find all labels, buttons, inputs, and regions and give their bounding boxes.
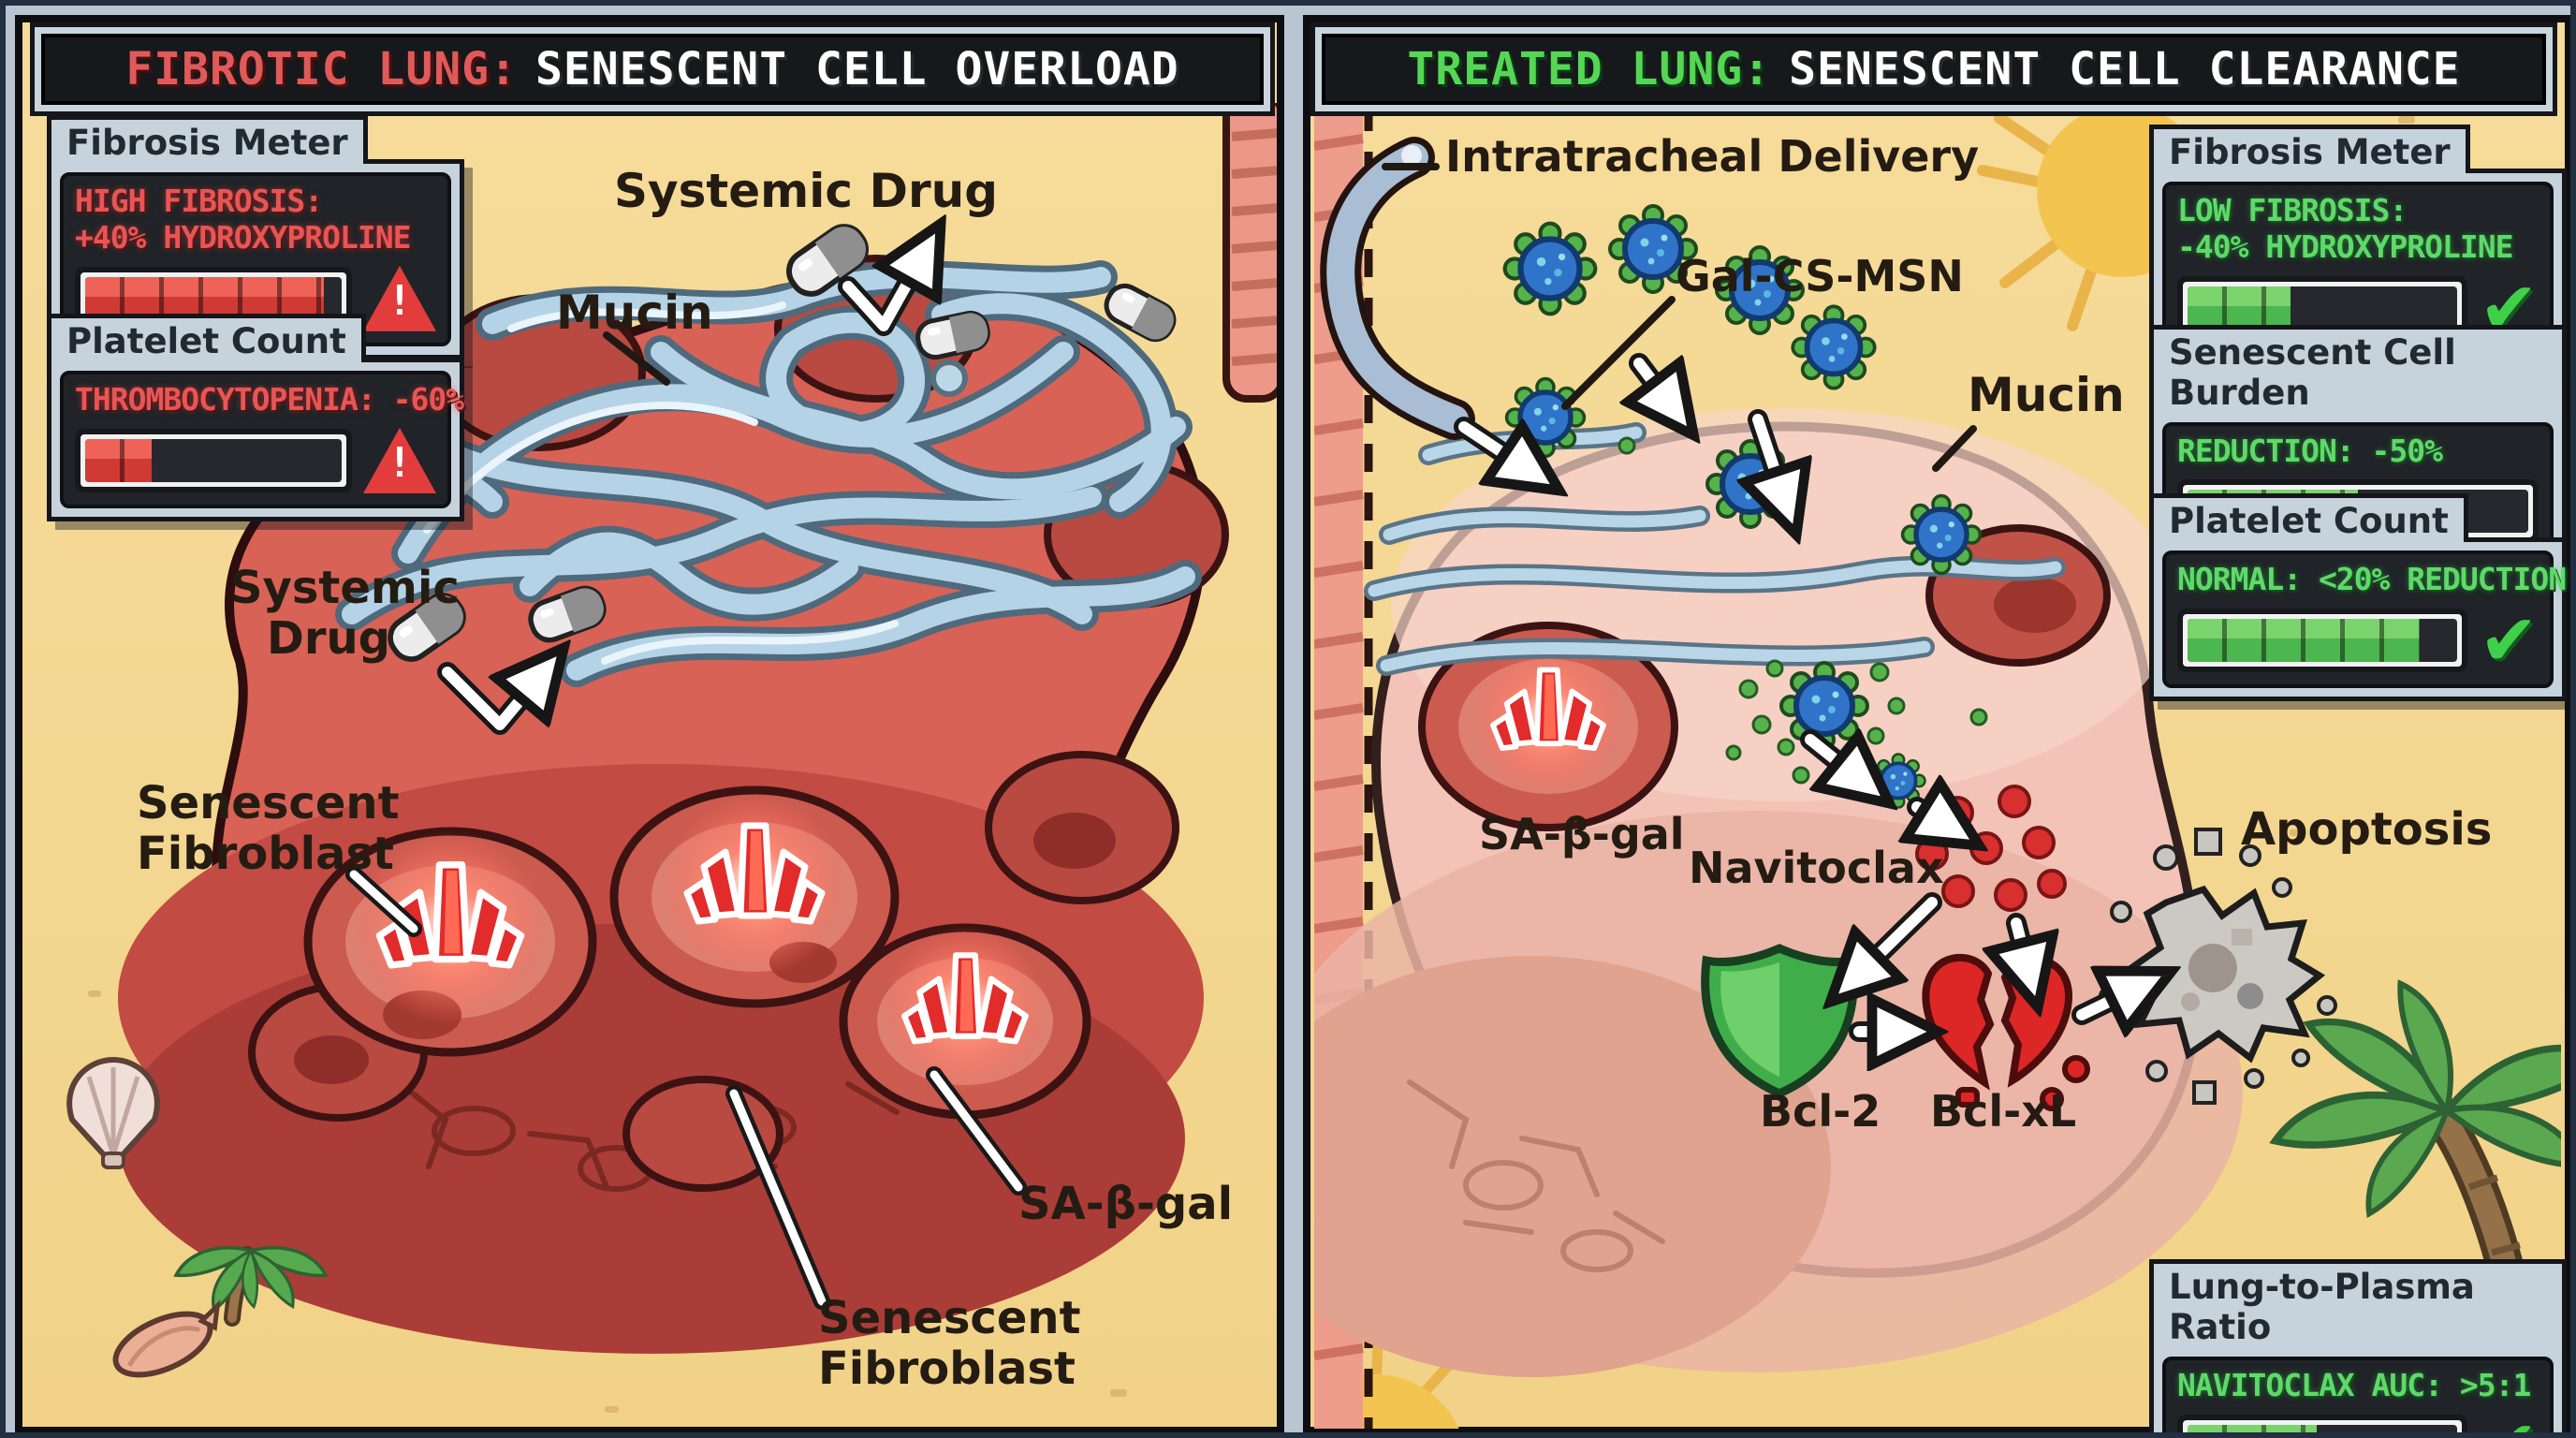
label-systemic-drug-top: Systemic Drug xyxy=(614,164,999,218)
meter-tab: Senescent Cell Burden xyxy=(2149,325,2567,414)
meter-status: -40% HYDROXYPROLINE xyxy=(2177,227,2514,265)
right-panel-title: TREATED LUNG: SENESCENT CELL CLEARANCE xyxy=(1310,22,2557,116)
check-icon: ✔ xyxy=(2479,597,2539,682)
meter-status: HIGH FIBROSIS: xyxy=(75,183,323,219)
platelet-bar xyxy=(2177,608,2468,672)
right-title-rest: SENESCENT CELL CLEARANCE xyxy=(1789,43,2461,95)
meter-tab: Platelet Count xyxy=(2149,493,2468,542)
check-icon: ✔ xyxy=(2479,1410,2539,1432)
label-gal-cs-msn: Gal-CS-MSN xyxy=(1676,251,1964,301)
label-bclxl: Bcl-xL xyxy=(1930,1086,2077,1137)
meter-tab: Fibrosis Meter xyxy=(2149,125,2470,173)
meter-status: LOW FIBROSIS: xyxy=(2177,192,2408,228)
meter-tab: Lung-to-Plasma Ratio xyxy=(2149,1259,2567,1348)
lung-to-plasma-ratio-meter: Lung-to-Plasma Ratio NAVITOCLAX AUC: >5:… xyxy=(2149,1255,2567,1432)
platelet-count-left: Platelet Count THROMBOCYTOPENIA: -60% ! xyxy=(47,309,464,521)
right-title-highlight: TREATED LUNG: xyxy=(1407,43,1772,95)
label-bcl2: Bcl-2 xyxy=(1760,1086,1881,1137)
label-mucin-left: Mucin xyxy=(556,286,713,340)
left-title-highlight: FIBROTIC LUNG: xyxy=(125,43,518,95)
label-mucin-right: Mucin xyxy=(1968,368,2125,422)
label-apoptosis: Apoptosis xyxy=(2241,803,2493,856)
meter-tab: Fibrosis Meter xyxy=(47,115,368,164)
meter-status: +40% HYDROXYPROLINE xyxy=(75,218,412,256)
meter-status: NAVITOCLAX AUC: >5:1 xyxy=(2177,1367,2531,1403)
label-senescent-fibroblast-side: Senescent Fibroblast xyxy=(137,777,400,880)
meter-status: REDUCTION: -50% xyxy=(2177,433,2443,469)
label-sa-b-gal-left: SA-β-gal xyxy=(1018,1178,1234,1230)
meter-tab: Platelet Count xyxy=(47,314,366,362)
ratio-bar xyxy=(2177,1414,2468,1432)
meter-status: THROMBOCYTOPENIA: -60% xyxy=(75,381,464,418)
platelet-count-right: Platelet Count NORMAL: <20% REDUCTION ✔ xyxy=(2149,489,2567,701)
label-sa-b-gal-right: SA-β-gal xyxy=(1479,809,1685,859)
label-systemic-drug-side: Systemic Drug xyxy=(230,562,460,665)
label-senescent-fibroblast-bottom: Senescent Fibroblast xyxy=(818,1292,1081,1395)
label-intratracheal-delivery: Intratracheal Delivery xyxy=(1445,131,1980,182)
left-title-rest: SENESCENT CELL OVERLOAD xyxy=(535,43,1179,95)
platelet-bar xyxy=(75,428,352,492)
label-navitoclax: Navitoclax xyxy=(1689,843,1944,893)
warning-icon: ! xyxy=(363,427,436,493)
meter-status: NORMAL: <20% REDUCTION xyxy=(2177,561,2567,597)
left-panel-title: FIBROTIC LUNG: SENESCENT CELL OVERLOAD xyxy=(30,22,1275,116)
